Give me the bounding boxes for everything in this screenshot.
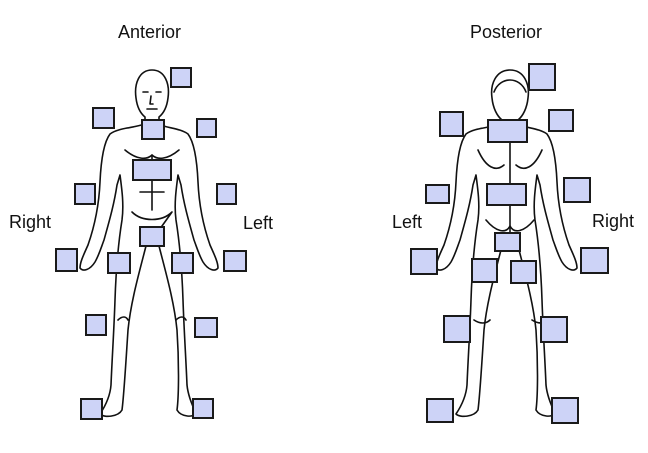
posterior-left-shoulder-box[interactable]	[439, 111, 464, 137]
posterior-right-knee-box[interactable]	[540, 316, 568, 343]
anterior-right-label: Right	[9, 212, 52, 232]
posterior-left-upper-arm-box[interactable]	[425, 184, 450, 204]
posterior-left-hand-box[interactable]	[410, 248, 438, 275]
posterior-right-upper-arm-box[interactable]	[563, 177, 591, 203]
anterior-left-upper-arm-box[interactable]	[216, 183, 237, 205]
posterior-right-shoulder-box[interactable]	[548, 109, 574, 132]
posterior-right-hand-box[interactable]	[580, 247, 609, 274]
posterior-left-heel-box[interactable]	[426, 398, 454, 423]
anterior-right-hand-box[interactable]	[55, 248, 78, 272]
anterior-right-knee-box[interactable]	[85, 314, 107, 336]
anterior-title: Anterior	[118, 22, 182, 42]
anterior-left-knee-box[interactable]	[194, 317, 218, 338]
anterior-neck-chest-box[interactable]	[141, 119, 165, 140]
anterior-left-foot-box[interactable]	[192, 398, 214, 419]
anterior-right-upper-arm-box[interactable]	[74, 183, 96, 205]
posterior-sacrum-box[interactable]	[494, 232, 521, 252]
anterior-head-left-box[interactable]	[170, 67, 192, 88]
posterior-left-label: Left	[392, 212, 423, 232]
anterior-right-shoulder-box[interactable]	[92, 107, 115, 129]
posterior-head-right-box[interactable]	[528, 63, 556, 91]
anterior-abdomen-box[interactable]	[132, 159, 172, 181]
anterior-left-thigh-box[interactable]	[171, 252, 194, 274]
anterior-left-hand-box[interactable]	[223, 250, 247, 272]
anterior-pelvis-box[interactable]	[139, 226, 165, 247]
anterior-right-thigh-box[interactable]	[107, 252, 131, 274]
posterior-right-heel-box[interactable]	[551, 397, 579, 424]
posterior-lower-back-box[interactable]	[486, 183, 527, 206]
posterior-title: Posterior	[470, 22, 543, 42]
anterior-left-label: Left	[243, 213, 274, 233]
anterior-right-foot-box[interactable]	[80, 398, 103, 420]
posterior-left-knee-box[interactable]	[443, 315, 471, 343]
posterior-upper-back-box[interactable]	[487, 119, 528, 143]
posterior-right-label: Right	[592, 211, 635, 231]
posterior-left-buttock-box[interactable]	[471, 258, 498, 283]
anterior-left-shoulder-box[interactable]	[196, 118, 217, 138]
posterior-right-buttock-box[interactable]	[510, 260, 537, 284]
